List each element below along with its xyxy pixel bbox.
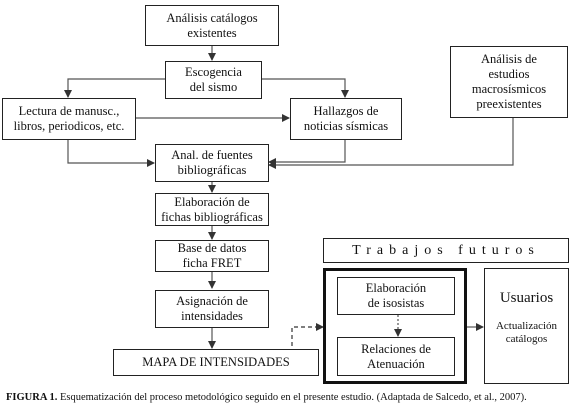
frame-trabajos-futuros [323,268,467,384]
label-trabajos-futuros: Trabajos futuros [352,243,540,258]
box-hallazgos: Hallazgos de noticias sísmicas [290,98,402,140]
label-analisis-catalogos: Análisis catálogos existentes [166,10,258,40]
box-lectura: Lectura de manusc., libros, periodicos, … [2,98,136,140]
box-escogencia: Escogencia del sismo [165,61,262,99]
box-analisis-catalogos: Análisis catálogos existentes [145,5,279,46]
box-mapa: MAPA DE INTENSIDADES [113,349,319,376]
label-mapa: MAPA DE INTENSIDADES [142,355,290,369]
box-asignacion: Asignación de intensidades [155,290,269,328]
arrow-estudios-fuentes [268,118,514,169]
box-base-datos: Base de datos ficha FRET [155,240,269,272]
caption-text: Esquematización del proceso metodológico… [57,392,527,403]
box-elaboracion-isosistas: Elaboración de isosistas [337,277,455,315]
arrow-lectura-fuentes [67,140,155,167]
label-analisis-estudios: Análisis de estudios macrosísmicos preex… [471,52,547,111]
label-actualizacion: Actualización catálogos [495,320,558,345]
caption-label: FIGURA 1. [6,392,58,403]
label-asignacion: Asignación de intensidades [176,294,248,323]
box-anal-fuentes: Anal. de fuentes bibliográficas [155,144,269,182]
label-elaboracion-isosistas: Elaboración de isosistas [365,281,427,310]
box-relaciones: Relaciones de Atenuación [337,337,455,376]
label-anal-fuentes: Anal. de fuentes bibliográficas [171,148,253,177]
label-usuarios: Usuarios [499,290,554,306]
box-trabajos-futuros: Trabajos futuros [323,238,569,263]
arrow-escogencia-hallazgos [262,78,349,98]
box-usuarios: Usuarios Actualización catálogos [484,268,569,384]
box-analisis-estudios: Análisis de estudios macrosísmicos preex… [450,46,568,118]
label-relaciones: Relaciones de Atenuación [361,341,431,371]
figure-caption: FIGURA 1. Esquematización del proceso me… [6,392,571,403]
label-escogencia: Escogencia del sismo [185,65,242,94]
label-base-datos: Base de datos ficha FRET [177,241,247,270]
label-lectura: Lectura de manusc., libros, periodicos, … [13,104,125,133]
label-elaboracion-fichas: Elaboración de fichas bibliográficas [161,194,263,224]
label-hallazgos: Hallazgos de noticias sísmicas [303,104,389,133]
box-elaboracion-fichas: Elaboración de fichas bibliográficas [155,193,269,226]
arrow-escogencia-lectura [64,78,165,98]
arrow-hallazgos-fuentes [268,140,346,166]
